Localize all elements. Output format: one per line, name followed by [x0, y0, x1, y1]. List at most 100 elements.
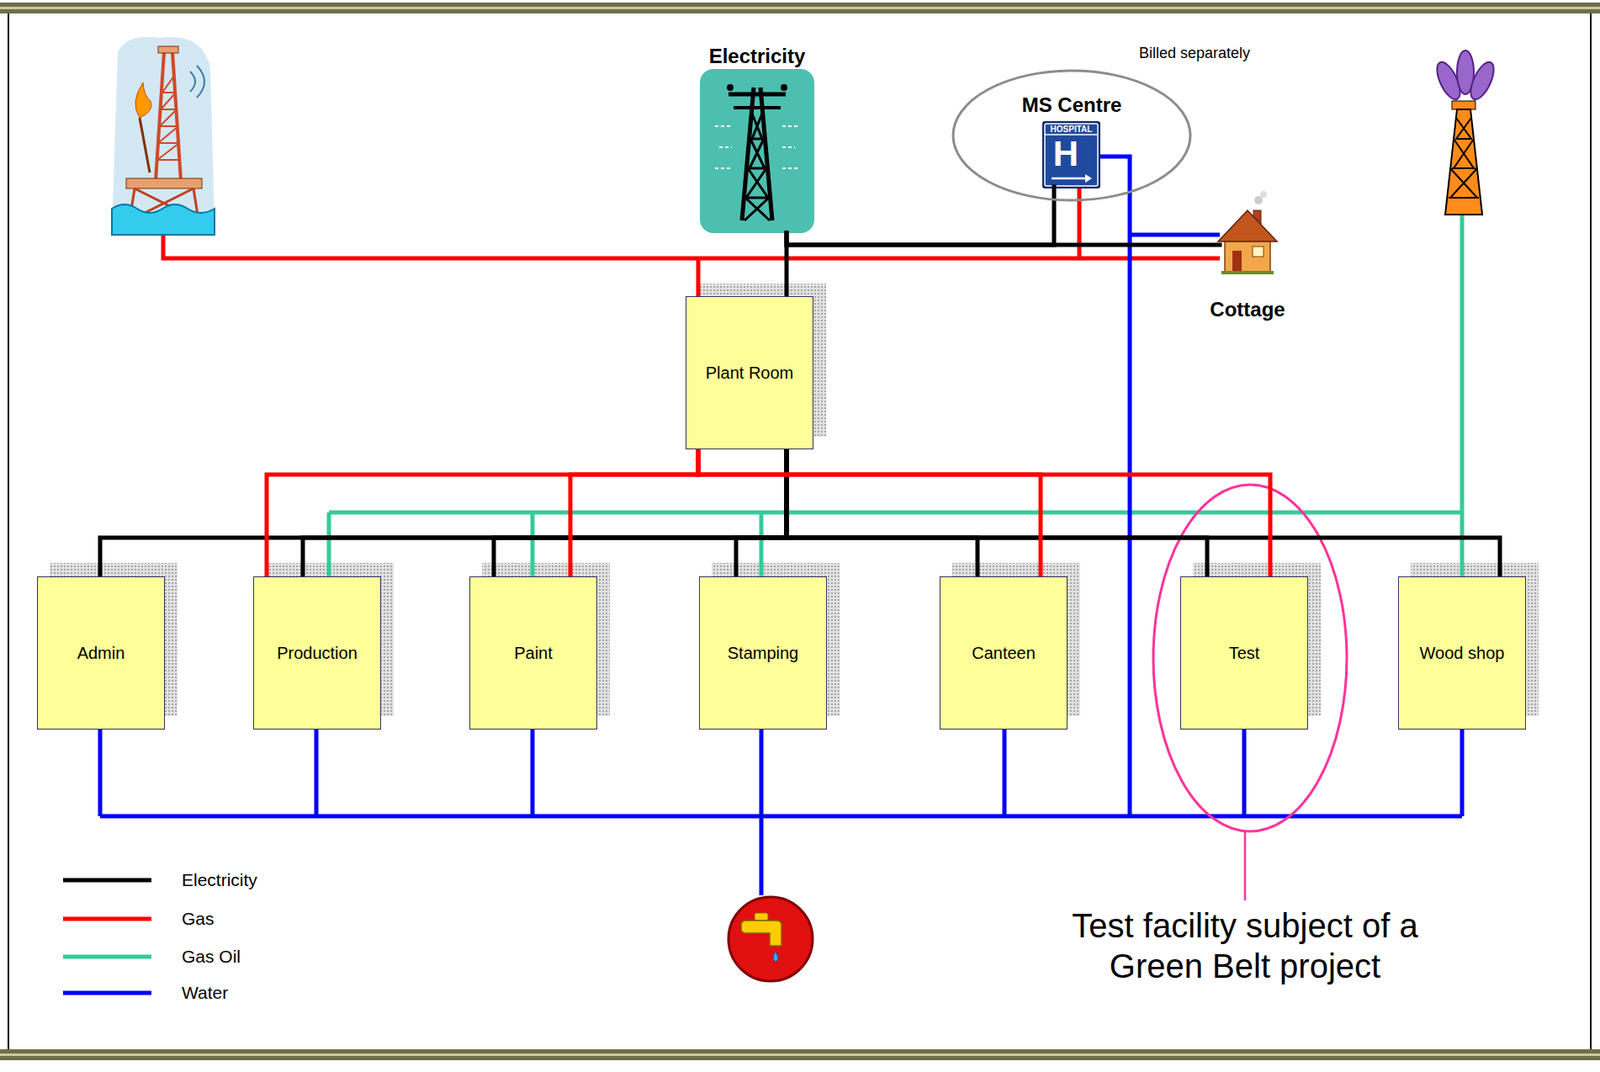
gas-main	[163, 229, 1220, 259]
hospital-sign	[1051, 177, 1086, 181]
supply-line	[786, 449, 1208, 577]
oil-derrick-icon	[1451, 100, 1476, 110]
water-pipe	[1129, 233, 1220, 238]
sign-letter: H	[1043, 134, 1088, 174]
water-pipe	[530, 729, 536, 816]
gas-rig-icon	[158, 46, 179, 53]
legend-label: Gas	[181, 906, 215, 931]
legend-label: Water	[181, 980, 228, 1005]
supply-line	[570, 449, 699, 577]
gas-main	[1077, 186, 1082, 259]
water-tap-icon	[728, 896, 813, 981]
oil-derrick-icon	[1432, 50, 1499, 215]
box-label: Paint	[510, 642, 557, 663]
hospital-sign	[1042, 121, 1101, 189]
plant-box: Plant Room	[685, 296, 814, 450]
gas-oil-pipe	[327, 512, 332, 577]
box-label: Wood shop	[1416, 642, 1509, 663]
building-box: Test	[1180, 576, 1309, 730]
gas-rig-icon	[190, 65, 205, 98]
building-box: Wood shop	[1398, 576, 1526, 730]
gas-rig-icon	[111, 37, 215, 232]
legend-swatch	[63, 954, 152, 959]
legend-sample	[58, 944, 156, 969]
box-label: Canteen	[968, 642, 1039, 663]
electricity-source	[733, 105, 781, 110]
water-pipe	[1098, 156, 1130, 816]
oil-derrick-icon	[1466, 58, 1499, 103]
water-tap-icon	[728, 896, 813, 981]
site-label: Cottage	[1197, 296, 1299, 323]
box-label: Test	[1225, 642, 1264, 663]
gas-oil-pipe	[328, 214, 1463, 577]
gas-rig-icon	[111, 204, 215, 235]
supply-line	[786, 233, 1220, 245]
gas-oil-pipe	[328, 510, 1463, 515]
gas-rig-icon	[155, 52, 165, 181]
cottage-icon	[1221, 270, 1274, 275]
gas-rig-icon	[111, 37, 215, 235]
gas-rig-icon	[135, 82, 152, 118]
gas-rig-icon	[139, 117, 150, 173]
supply-line	[698, 449, 1271, 577]
legend-row: Water	[58, 980, 228, 1005]
water-pipe	[98, 729, 103, 816]
page-frame	[0, 2, 1600, 14]
cottage-icon	[1252, 246, 1264, 257]
legend-swatch	[63, 878, 152, 883]
gas-main	[163, 186, 1220, 297]
building-box: Admin	[37, 576, 165, 730]
legend-label: Gas Oil	[181, 944, 241, 969]
oil-derrick-icon	[1448, 117, 1479, 198]
gas-oil-pipe	[759, 512, 764, 577]
box-label: Stamping	[724, 642, 803, 663]
box-label: Admin	[74, 642, 129, 663]
hospital-sign	[1085, 174, 1092, 183]
supply-line	[786, 186, 1055, 245]
supply-line	[698, 449, 1041, 577]
gas-main	[696, 258, 701, 297]
building-box: Production	[253, 576, 382, 730]
water-tap-icon	[769, 925, 782, 946]
legend-sample	[58, 906, 156, 931]
cottage-node: Cottage	[1197, 204, 1299, 323]
electricity-source	[715, 126, 800, 169]
supply-line	[493, 449, 787, 577]
supply-line	[786, 449, 978, 577]
electricity-source	[699, 68, 815, 234]
gas-oil-pipe	[530, 512, 536, 577]
cottage-icon	[1218, 210, 1277, 242]
supply-line	[786, 449, 1500, 577]
electricity-source	[780, 84, 788, 91]
water-pipe	[759, 729, 764, 896]
supply-source: Electricity	[699, 43, 815, 234]
water-pipe	[1460, 729, 1465, 816]
cottage-icon	[1232, 250, 1242, 272]
legend-label: Electricity	[181, 868, 258, 892]
building-box: Canteen	[939, 576, 1068, 730]
water-tap-icon	[754, 912, 769, 921]
page-frame	[1589, 13, 1592, 1050]
page-frame	[0, 6, 1600, 10]
supply-line	[266, 449, 699, 577]
page-frame	[0, 1049, 1600, 1060]
cottage-icon	[1254, 196, 1263, 205]
legend-sample	[58, 980, 156, 1005]
supply-line	[302, 449, 787, 577]
legend-sample	[58, 868, 156, 892]
cottage-icon	[1260, 190, 1267, 198]
oil-derrick-icon	[1445, 109, 1483, 215]
highlight-ellipse	[1153, 484, 1347, 901]
water-pipe	[1002, 729, 1007, 816]
box-label: Production	[273, 642, 361, 663]
highlight-ellipse	[1244, 831, 1247, 901]
cottage-icon	[1224, 238, 1271, 272]
legend-swatch	[63, 916, 152, 922]
gas-rig-icon	[172, 52, 181, 181]
water-tap-icon	[773, 951, 779, 962]
gas-rig-icon	[157, 75, 180, 160]
legend-row: Gas	[58, 906, 215, 931]
water-pipe	[314, 729, 319, 816]
electricity-source	[726, 84, 734, 91]
cottage-icon	[1218, 190, 1277, 275]
